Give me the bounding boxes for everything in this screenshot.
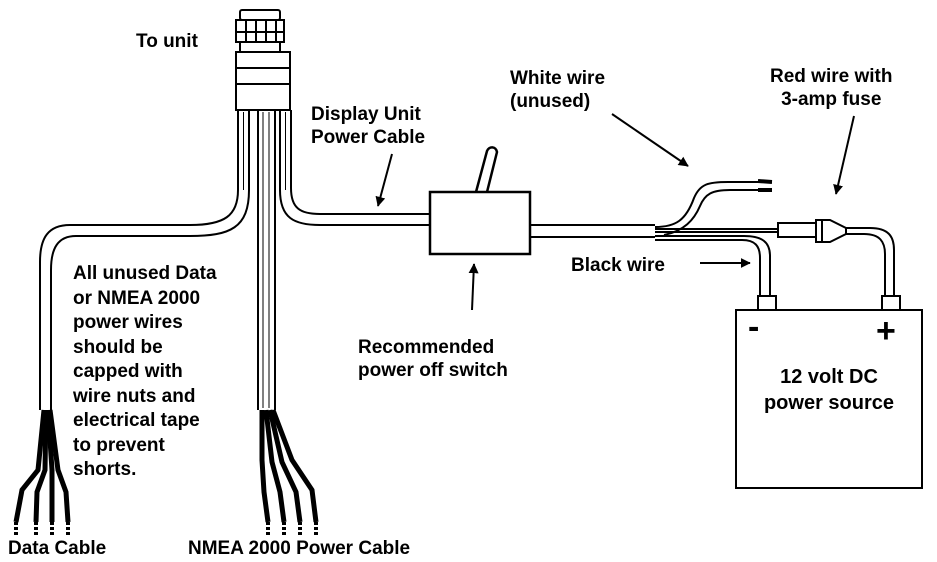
nmea-2000-cable-label: NMEA 2000 Power Cable — [188, 538, 411, 559]
data-cable — [13, 110, 250, 536]
unused-note-line-5: capped with — [73, 361, 183, 382]
black-wire-label: Black wire — [571, 255, 665, 276]
power-off-switch — [428, 146, 532, 256]
white-wire — [654, 179, 773, 236]
black-wire — [655, 235, 771, 296]
battery-line-1: 12 volt DC — [780, 366, 878, 388]
positive-terminal-label: + — [876, 312, 896, 350]
white-wire-line-2: (unused) — [510, 91, 591, 112]
negative-terminal-label: - — [748, 308, 760, 346]
unit-connector — [235, 9, 291, 111]
unused-note-line-6: wire nuts and — [73, 385, 196, 407]
display-unit-power-cable-label: Display Unit Power Cable — [311, 103, 425, 149]
recommended-switch-line-1: Recommended — [358, 337, 495, 358]
display-unit-power-cable-line-2: Power Cable — [311, 127, 426, 148]
unused-note-line-8: to prevent — [73, 434, 165, 456]
callout-arrows — [375, 113, 855, 311]
battery-label: 12 volt DC power source — [736, 364, 922, 416]
unused-wires-note: All unused Data or NMEA 2000 power wires… — [73, 262, 217, 483]
to-unit-label: To unit — [136, 31, 198, 52]
white-wire-label: White wire (unused) — [510, 67, 605, 113]
unused-note-line-2: or NMEA 2000 — [73, 287, 201, 309]
red-wire-label: Red wire with 3-amp fuse — [770, 65, 892, 111]
battery — [735, 295, 923, 489]
red-wire-line-2: 3-amp fuse — [781, 89, 882, 110]
unused-note-line-4: should be — [73, 336, 163, 358]
white-wire-line-1: White wire — [510, 68, 606, 89]
unused-note-line-7: electrical tape — [73, 410, 200, 431]
data-cable-label: Data Cable — [8, 538, 107, 559]
unused-note-line-1: All unused Data — [73, 263, 217, 284]
recommended-switch-line-2: power off switch — [358, 360, 508, 381]
red-wire-with-fuse — [655, 219, 895, 296]
unused-note-line-3: power wires — [73, 312, 183, 333]
nmea-2000-power-cable — [257, 110, 319, 536]
display-unit-power-cable-line-1: Display Unit — [311, 104, 421, 125]
display-power-cable — [279, 110, 655, 238]
unused-note-line-9: shorts. — [73, 459, 137, 480]
recommended-switch-label: Recommended power off switch — [358, 336, 508, 382]
battery-line-2: power source — [763, 392, 895, 414]
red-wire-line-1: Red wire with — [770, 66, 893, 87]
